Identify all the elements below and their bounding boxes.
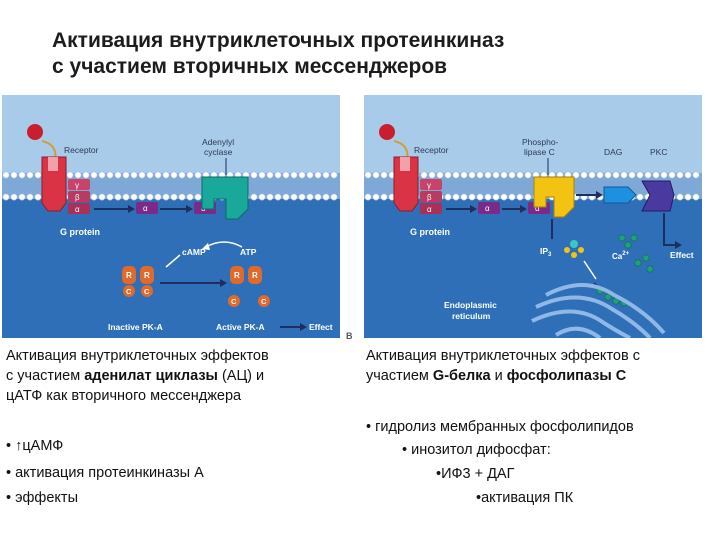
camp-label: cAMP	[182, 247, 206, 257]
inactive-pka-label: Inactive PK-A	[108, 322, 163, 332]
arrow-g-to-alpha-b-head	[470, 205, 477, 213]
dag-label: DAG	[604, 147, 622, 157]
active-pka-label: Active PK-A	[216, 322, 265, 332]
caption-b-bold-term-1: G-белка	[432, 368, 491, 384]
effect-label-b: Effect	[670, 250, 694, 260]
inactive-pka-c1: C	[126, 287, 132, 296]
gamma-subunit-label-b: γ	[427, 181, 431, 190]
receptor-binding-pocket	[48, 157, 58, 171]
phospholipase-c	[533, 176, 575, 218]
dag-molecule	[603, 186, 637, 204]
calcium-label: Ca2+	[612, 251, 630, 261]
arrow-to-effect-head	[300, 323, 307, 331]
alpha-subunit-label-b: α	[427, 205, 432, 214]
receptor-binding-pocket-b	[400, 157, 410, 171]
er-label-line-2: reticulum	[452, 311, 491, 321]
active-pka-c1: C	[231, 297, 237, 306]
caption-phospholipase-c: Активация внутриклеточных эффектов с уча…	[366, 346, 716, 386]
bullet-a-1: • ↑цАМФ	[6, 438, 64, 454]
caption-a-bold-term: аденилат циклазы	[84, 368, 218, 384]
pkc-to-effect-arrow-head	[675, 241, 682, 249]
phospholipase-c-pathway-diagram: Receptor γ β α G protein α α Phospho- li…	[364, 95, 702, 338]
ip3-label: IP3	[540, 246, 552, 258]
effect-label: Effect	[309, 322, 333, 332]
alpha-subunit-moving-label-b: α	[485, 204, 490, 213]
active-pka-c2: C	[261, 297, 267, 306]
caption-b-line-2: участием G-белка и фосфолипазы С	[366, 368, 627, 384]
inactive-pka-r2: R	[144, 271, 150, 280]
caption-a-line-3: цАТФ как вторичного мессенджера	[6, 388, 242, 404]
pkc-to-effect-arrow	[663, 213, 676, 246]
pkc-protein	[641, 180, 675, 212]
adenylyl-cyclase-pathway-diagram: Receptor γ β α G protein α α Adenylyl cy…	[2, 95, 340, 338]
inactive-pka-c2: C	[144, 287, 150, 296]
caption-b-line-1: Активация внутриклеточных эффектов с	[366, 348, 640, 364]
alpha-subunit-moving-label: α	[143, 204, 148, 213]
adenylyl-cyclase-label-line-2: cyclase	[204, 147, 233, 157]
g-protein	[68, 179, 90, 214]
adenylyl-cyclase	[201, 176, 249, 220]
cytoplasm	[2, 198, 340, 338]
alpha-subunit-moving-b	[478, 202, 500, 214]
active-pka-regulatory	[230, 266, 262, 284]
bullet-b-1: • гидролиз мембранных фосфолипидов	[366, 419, 634, 435]
alpha-subunit-bound-label-b: α	[535, 204, 540, 213]
bullet-a-3: • эффекты	[6, 490, 78, 506]
caption-adenylyl-cyclase: Активация внутриклеточных эффектов с уча…	[6, 346, 351, 406]
ip3-to-er-arrow	[583, 260, 597, 280]
bullet-b-2: • инозитол дифосфат:	[402, 442, 551, 458]
slide-title: Активация внутриклеточных протеинкиназ с…	[52, 28, 672, 80]
arrow-g-to-alpha-head	[128, 205, 135, 213]
endoplasmic-reticulum	[531, 283, 666, 338]
inactive-pka	[122, 266, 154, 297]
ligand-molecule	[27, 124, 43, 140]
g-protein-label-b: G protein	[410, 227, 450, 237]
g-protein-b	[420, 179, 442, 214]
pkc-label: PKC	[650, 147, 667, 157]
er-label-line-1: Endoplasmic	[444, 300, 497, 310]
arrow-alpha-to-plc-head	[520, 205, 527, 213]
atp-label: ATP	[240, 247, 257, 257]
arrow-inactive-to-active-head	[220, 279, 227, 287]
atp-to-camp-arrow	[205, 241, 243, 248]
bullet-b-3: •ИФ3 + ДАГ	[436, 466, 515, 482]
ligand-molecule-b	[379, 124, 395, 140]
adenylyl-cyclase-label-line-1: Adenylyl	[202, 137, 234, 147]
camp-to-pka-arrow	[165, 254, 181, 268]
caption-a-line-2: с участием аденилат циклазы (АЦ) и	[6, 368, 265, 384]
receptor-label: Receptor	[64, 145, 99, 155]
alpha-subunit-label: α	[75, 205, 80, 214]
ip3-molecule	[564, 240, 584, 258]
bullet-b-4: •активация ПК	[476, 490, 574, 506]
slide-title-line-1: Активация внутриклеточных протеинкиназ	[52, 29, 505, 52]
calcium-ions	[596, 234, 654, 307]
beta-subunit-label-b: β	[427, 193, 432, 202]
g-protein-label: G protein	[60, 227, 100, 237]
bullet-a-2: • активация протеинкиназы А	[6, 465, 204, 481]
caption-b-bold-term-2: фосфолипазы С	[506, 368, 627, 384]
phospholipase-label-line-2: lipase C	[524, 147, 555, 157]
gamma-subunit-label: γ	[75, 181, 79, 190]
slide-title-line-2: с участием вторичных мессенджеров	[52, 55, 448, 78]
receptor-label-b: Receptor	[414, 145, 449, 155]
phospholipase-label-line-1: Phospho-	[522, 137, 559, 147]
alpha-subunit-moving	[136, 202, 158, 214]
caption-a-line-1: Активация внутриклеточных эффектов	[6, 348, 269, 364]
panel-b-marker: B	[346, 331, 353, 341]
atp-to-camp-arrow-head	[202, 243, 210, 250]
beta-subunit-label: β	[75, 193, 80, 202]
arrow-alpha-to-enzyme-head	[186, 205, 193, 213]
active-pka-r1: R	[234, 271, 240, 280]
active-pka-catalytic	[228, 295, 270, 307]
inactive-pka-r1: R	[126, 271, 132, 280]
arrow-plc-to-dag-head	[596, 191, 603, 199]
active-pka-r2: R	[252, 271, 258, 280]
